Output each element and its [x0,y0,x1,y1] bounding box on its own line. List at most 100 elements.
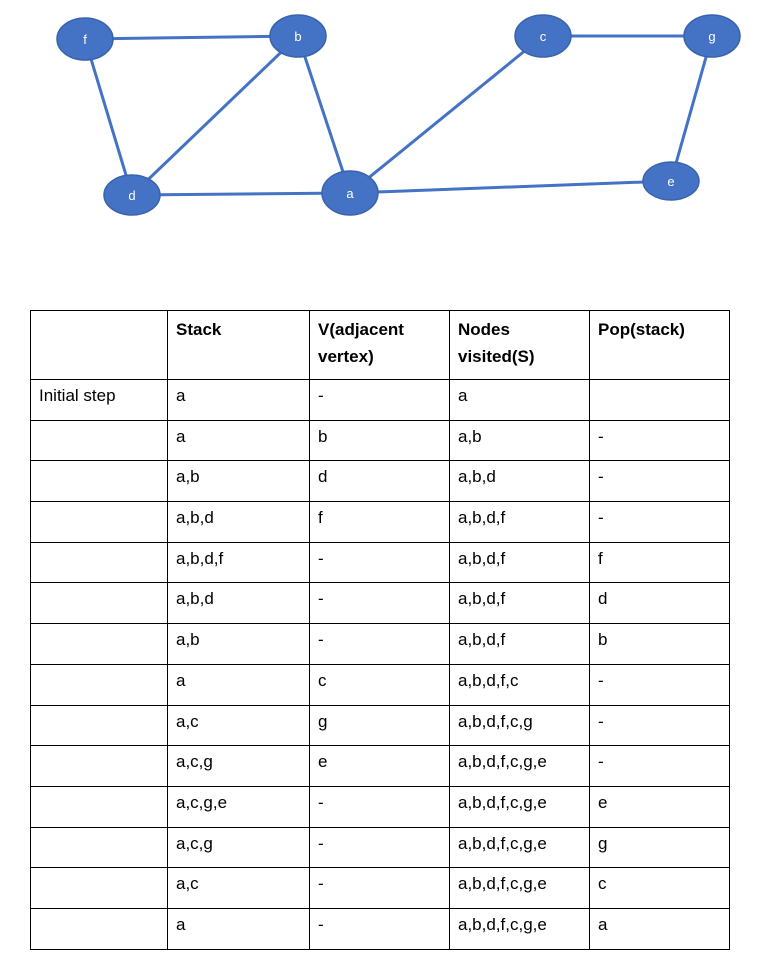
cell-pop [589,379,730,421]
cell-nodes-visited: a,b,d,f,c,g,e [449,745,590,787]
cell-adjacent-vertex: - [309,541,450,584]
cell-nodes-visited: a,b,d,f [449,541,590,584]
cell-step [30,826,168,869]
cell-nodes-visited: a,b,d [449,460,590,503]
cell-stack: a,c,g [167,826,310,869]
node-circle [642,161,700,201]
edge-b-d [130,34,300,197]
node-circle [514,14,572,58]
graph-edges [83,34,714,197]
cell-adjacent-vertex: - [309,623,450,665]
node-d: d [103,174,161,216]
header-adjacent-vertex: V(adjacent vertex) [309,310,450,380]
cell-nodes-visited: a,b,d,f,c,g,e [449,907,590,950]
cell-stack: a,b [167,460,310,503]
cell-pop: d [589,582,730,625]
cell-pop: - [589,745,730,787]
cell-pop: - [589,460,730,503]
cell-nodes-visited: a,b,d,f [449,582,590,625]
cell-nodes-visited: a,b,d,f,c,g,e [449,826,590,869]
cell-stack: a,c [167,867,310,909]
node-label: g [708,29,715,44]
graph-diagram: f b c g d a e [56,14,741,216]
node-label: f [83,32,87,47]
header-stack: Stack [167,310,310,380]
node-label: d [128,188,135,203]
cell-adjacent-vertex: - [309,867,450,909]
cell-step [30,460,168,503]
cell-pop: - [589,501,730,543]
header-step [30,310,168,380]
cell-adjacent-vertex: f [309,501,450,543]
node-b: b [269,14,327,58]
cell-step [30,867,168,909]
cell-pop: b [589,623,730,665]
cell-nodes-visited: a,b,d,f,c,g,e [449,867,590,909]
cell-step [30,745,168,787]
cell-stack: a,b [167,623,310,665]
cell-pop: f [589,541,730,584]
cell-nodes-visited: a,b,d,f [449,501,590,543]
cell-adjacent-vertex: e [309,745,450,787]
cell-pop: g [589,826,730,869]
cell-step [30,785,168,828]
table-header-row: Stack V(adjacent vertex) Nodes visited(S… [30,310,730,380]
cell-stack: a [167,663,310,706]
cell-nodes-visited: a,b [449,419,590,462]
cell-pop: a [589,907,730,950]
cell-stack: a,b,d [167,582,310,625]
edge-a-c [349,34,544,195]
cell-step: Initial step [30,379,168,421]
edge-f-b [84,34,299,41]
node-circle [683,14,741,58]
cell-step [30,704,168,747]
node-label: c [540,29,547,44]
cell-adjacent-vertex: - [309,582,450,625]
cell-step [30,907,168,950]
cell-adjacent-vertex: b [309,419,450,462]
cell-stack: a,b,d,f [167,541,310,584]
cell-nodes-visited: a,b,d,f,c,g [449,704,590,747]
node-g: g [683,14,741,58]
cell-pop: - [589,419,730,462]
cell-stack: a,c,g,e [167,785,310,828]
cell-nodes-visited: a [449,379,590,421]
cell-step [30,419,168,462]
edge-d-a [131,191,351,197]
cell-step [30,541,168,584]
node-circle [269,14,327,58]
cell-stack: a,c [167,704,310,747]
node-label: b [294,29,301,44]
edge-a-e [349,179,672,195]
cell-adjacent-vertex: - [309,379,450,421]
cell-step [30,501,168,543]
node-f: f [56,17,114,61]
cell-step [30,623,168,665]
cell-nodes-visited: a,b,d,f,c [449,663,590,706]
cell-stack: a,b,d [167,501,310,543]
node-e: e [642,161,700,201]
cell-adjacent-vertex: d [309,460,450,503]
edge-b-a [296,35,352,194]
edge-g-e [669,35,714,182]
cell-pop: - [589,663,730,706]
cell-stack: a,c,g [167,745,310,787]
graph-nodes: f b c g d a e [56,14,741,216]
cell-pop: - [589,704,730,747]
node-c: c [514,14,572,58]
node-a: a [321,170,379,216]
node-circle [56,17,114,61]
